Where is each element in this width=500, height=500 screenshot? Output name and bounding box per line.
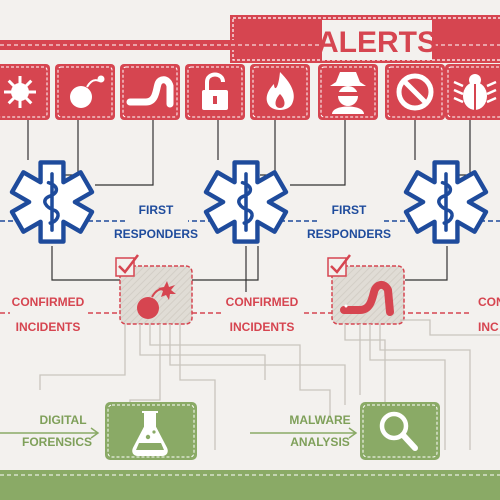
- first-responders-label-2a: FIRST: [332, 203, 367, 217]
- first-responders-label-1b: RESPONDERS: [114, 227, 198, 241]
- alert-tile-blocked: [385, 64, 445, 120]
- digital-forensics-card: [105, 402, 197, 460]
- responder-symbols: [0, 162, 486, 244]
- alert-icon-row: [0, 64, 500, 120]
- confirmed-incidents-label-1a: CONFIRMED: [12, 295, 85, 309]
- magnifier-icon: [379, 411, 418, 451]
- flask-icon: [132, 411, 168, 456]
- arrow-right-icon: [0, 427, 100, 439]
- flow-lines: [39, 319, 500, 450]
- confirmed-incidents-label-2a: CONFIRMED: [226, 295, 299, 309]
- alert-tile-unlocked-padlock: [185, 64, 245, 120]
- malware-analysis-label-1: MALWARE: [289, 413, 350, 427]
- worm-icon: [340, 281, 394, 316]
- checkmark-icon: [118, 254, 139, 274]
- worm-icon: [126, 76, 174, 108]
- first-responders-label-2b: RESPONDERS: [307, 227, 391, 241]
- confirmed-incidents-label-3a: CON: [478, 295, 500, 309]
- unlocked-padlock-icon: [202, 72, 228, 110]
- bug-icon: [453, 74, 497, 110]
- responder-connectors: [51, 246, 448, 300]
- incident-card-bomb: [115, 254, 193, 325]
- alert-tile-bomb: [55, 64, 115, 120]
- alert-tile-bug: [445, 64, 500, 120]
- alert-tile-hacker: [318, 64, 378, 120]
- confirmed-incidents-label-1b: INCIDENTS: [16, 320, 81, 334]
- alerts-title: ALERTS: [317, 26, 437, 59]
- blocked-icon: [396, 73, 434, 111]
- alert-tile-worm: [120, 64, 180, 120]
- checkmark-icon: [330, 254, 351, 274]
- alerts-banner: ALERTS: [0, 15, 500, 63]
- digital-forensics-label-1: DIGITAL: [39, 413, 86, 427]
- first-responders-label-1a: FIRST: [139, 203, 174, 217]
- footer-band: [0, 470, 500, 500]
- alert-tile-fire: [250, 64, 310, 120]
- bomb-icon: [137, 281, 176, 319]
- malware-analysis-card: [360, 402, 440, 460]
- confirmed-incidents-label-2b: INCIDENTS: [230, 320, 295, 334]
- fire-icon: [266, 72, 294, 110]
- malware-analysis-label-2: ANALYSIS: [290, 435, 350, 449]
- bomb-icon: [70, 75, 105, 108]
- incident-card-worm: [327, 254, 405, 325]
- confirmed-incidents-label-3b: INC: [478, 320, 499, 334]
- alert-tile-virus: [0, 64, 50, 120]
- virus-icon: [4, 76, 36, 108]
- arrow-right-icon: [250, 427, 358, 439]
- digital-forensics-label-2: FORENSICS: [22, 435, 92, 449]
- hacker-icon: [330, 72, 366, 114]
